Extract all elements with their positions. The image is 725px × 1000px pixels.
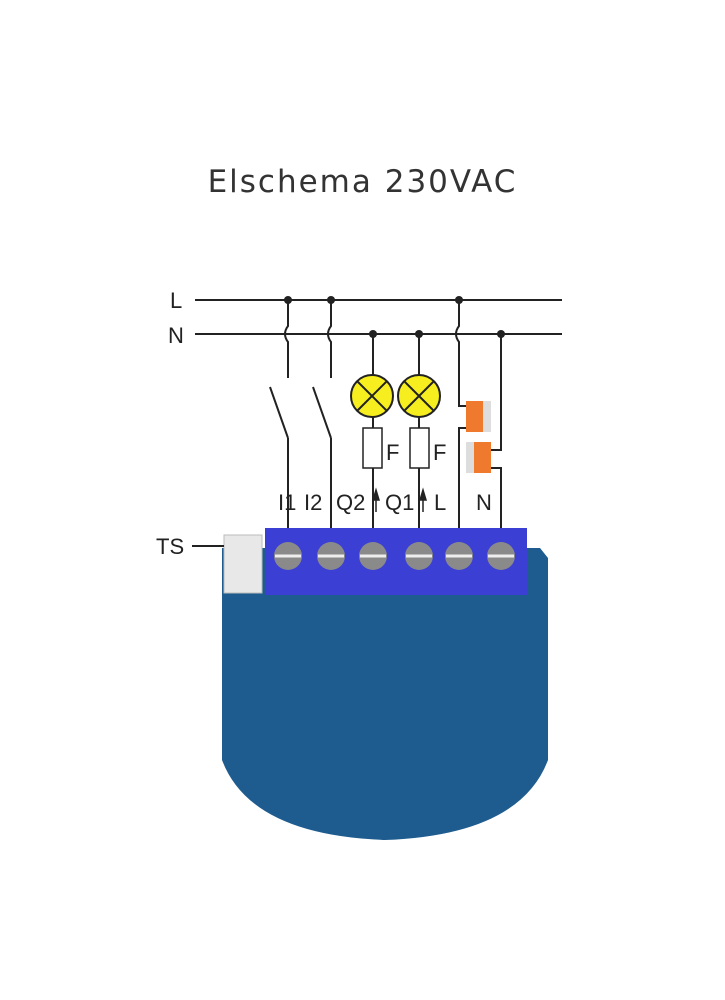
neutral-module-wire: [490, 334, 502, 530]
neutral-label: N: [168, 323, 184, 348]
lamp-q2: [350, 374, 394, 418]
terminal-screws: [274, 542, 515, 570]
terminal-label-i1: I1: [278, 490, 296, 515]
terminal-label-l: L: [434, 490, 446, 515]
i1-feed-wire: [284, 300, 289, 378]
wago-connector-live: [466, 401, 491, 432]
fuse-label-q1: F: [433, 440, 446, 465]
switch-i1: [269, 386, 289, 439]
arrow-up-icon: [371, 487, 381, 512]
wago-connector-neutral: [466, 442, 491, 473]
switch-i2: [312, 386, 332, 439]
arrow-up-icon: [418, 487, 428, 512]
i2-feed-wire: [327, 300, 332, 378]
terminal-block: [265, 528, 527, 595]
lamp-q1: [397, 374, 441, 418]
terminal-label-i2: I2: [304, 490, 322, 515]
live-label: L: [170, 288, 182, 313]
terminal-label-q1: Q1: [385, 490, 414, 515]
fuse-q1: [409, 427, 430, 469]
page-title: Elschema 230VAC: [207, 164, 518, 200]
ts-label: TS: [156, 534, 184, 559]
fuse-q2: [362, 427, 383, 469]
temperature-sensor-connector: [223, 534, 263, 594]
fuse-label-q2: F: [386, 440, 399, 465]
live-module-wire: [455, 300, 468, 530]
junction-dots: [284, 296, 505, 338]
module-body: [222, 548, 548, 840]
terminal-label-n: N: [476, 490, 492, 515]
terminal-label-q2: Q2: [336, 490, 365, 515]
